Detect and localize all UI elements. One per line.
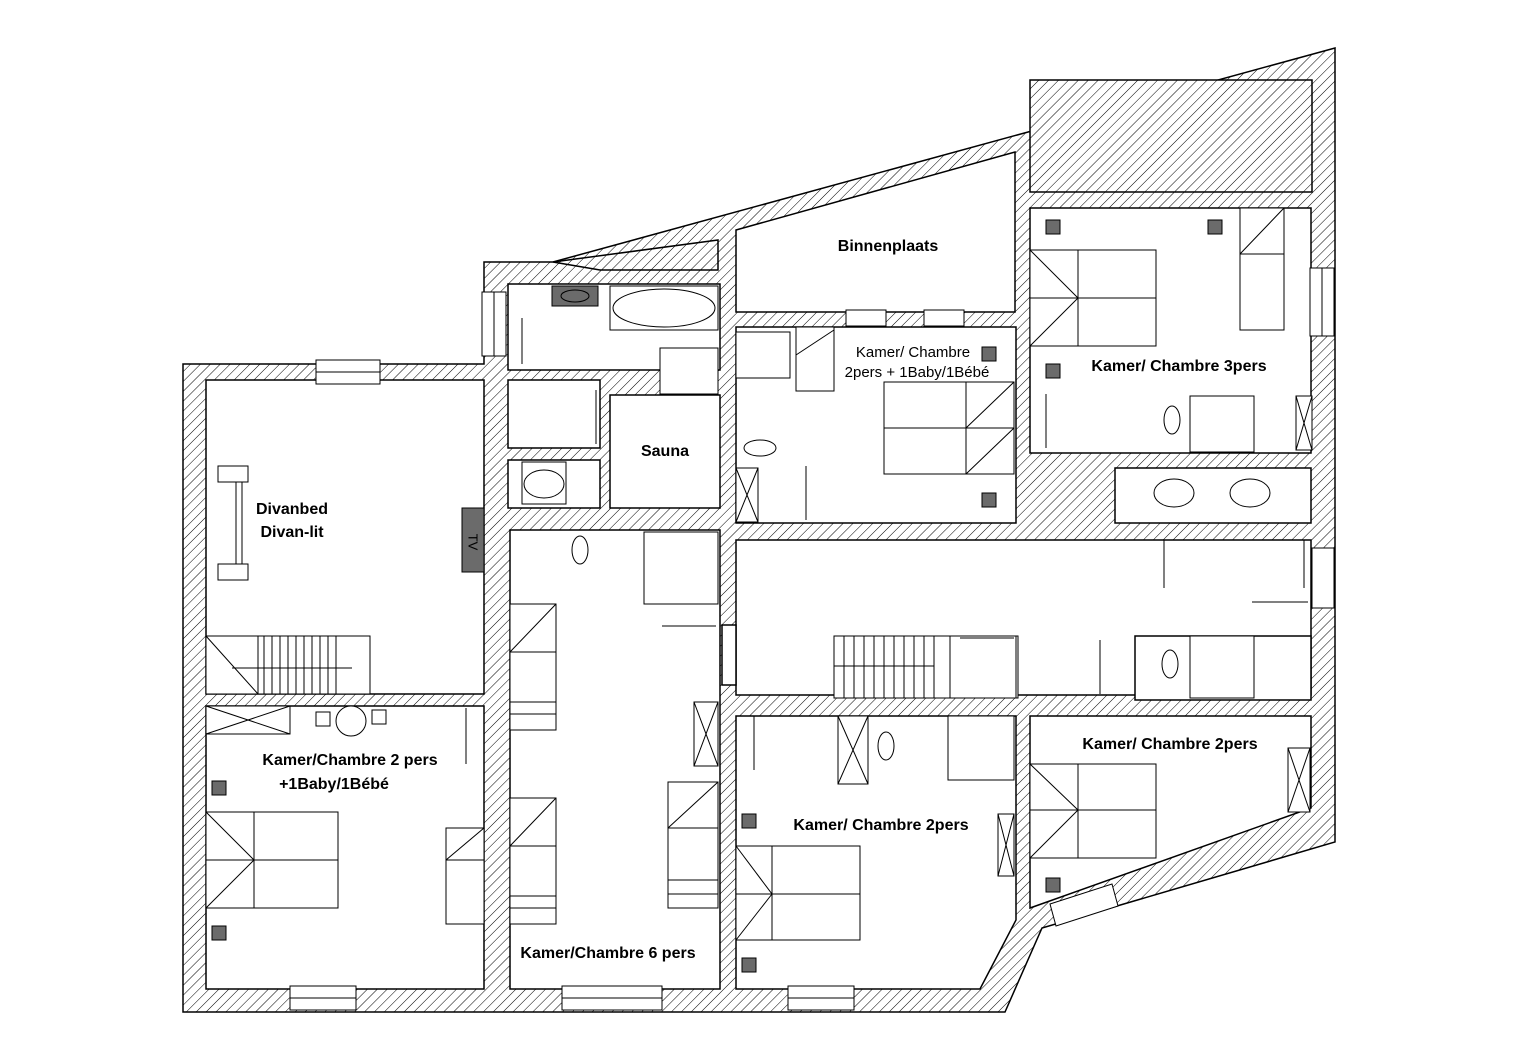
room-2p-baby-label-line2: +1Baby/1Bébé [279, 776, 389, 793]
bath-pair [1114, 467, 1312, 524]
tv-label: TV [466, 534, 481, 551]
doors [465, 318, 1308, 770]
hall-strip [507, 379, 601, 449]
hatched-corner [552, 239, 719, 271]
divan-label-line1: Divanbed [256, 501, 328, 518]
divan-bed [217, 465, 249, 581]
room-2p-south-label: Kamer/ Chambre 2pers [793, 817, 968, 834]
stairs-central [833, 635, 1019, 699]
dark-fixtures [211, 219, 1223, 973]
bunk-beds-6p [509, 603, 719, 925]
sauna-room [609, 394, 721, 509]
courtyard-label: Binnenplaats [838, 238, 939, 255]
double-bed-mid [883, 381, 1015, 475]
beds [205, 207, 1285, 941]
tv-unit [461, 507, 485, 573]
wardrobes [205, 395, 1313, 877]
single-bed-west [445, 827, 485, 925]
room-2p-baby-label-line1: Kamer/Chambre 2 pers [262, 752, 437, 769]
room-6p-label: Kamer/Chambre 6 pers [520, 945, 695, 962]
table-with-chairs [315, 705, 387, 737]
sauna-label: Sauna [641, 443, 689, 460]
double-bed-east [1029, 763, 1157, 859]
divan-label-line2: Divan-lit [260, 524, 324, 541]
windows [289, 267, 1335, 1011]
room-mid-label-line1: Kamer/ Chambre [856, 344, 970, 361]
double-bed-west [205, 811, 339, 909]
double-bed-south [735, 845, 861, 941]
room-3p-label: Kamer/ Chambre 3pers [1091, 358, 1266, 375]
hatched-terrace [1029, 79, 1313, 193]
room-mid-label-line2: 2pers + 1Baby/1Bébé [845, 364, 990, 381]
bathroom-fixtures [521, 285, 1271, 781]
courtyard-area [735, 151, 1016, 313]
double-bed-3p [1029, 249, 1157, 347]
room-2p-east-label: Kamer/ Chambre 2pers [1082, 736, 1257, 753]
single-bed-3p [1239, 207, 1285, 331]
stairs-west [205, 635, 371, 695]
corridor-left [721, 624, 737, 686]
